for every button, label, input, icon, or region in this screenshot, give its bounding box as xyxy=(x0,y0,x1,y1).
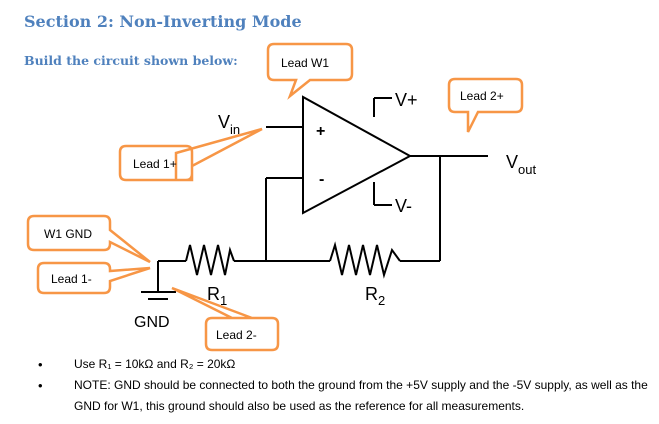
vin-label: Vin xyxy=(218,112,240,137)
note-resistor-values: Use R₁ = 10kΩ and R₂ = 20kΩ xyxy=(38,354,659,375)
callout-lead-2plus-shape xyxy=(447,77,524,133)
callout-lead-2minus: Lead 2- xyxy=(216,328,257,342)
vminus-label: V- xyxy=(395,196,412,216)
opamp-symbol xyxy=(302,95,413,215)
r2-label: R2 xyxy=(365,284,385,308)
callout-lead-1plus-shape xyxy=(118,127,263,182)
section-heading: Section 2: Non-Inverting Mode xyxy=(24,12,302,31)
gnd-label: GND xyxy=(134,314,170,331)
callout-lead-1minus: Lead 1- xyxy=(51,272,92,286)
vout-label: Vout xyxy=(506,152,536,177)
callout-lead-1plus: Lead 1+ xyxy=(133,157,177,171)
notes-list: Use R₁ = 10kΩ and R₂ = 20kΩ NOTE: GND sh… xyxy=(38,354,659,417)
plus-input-sign: + xyxy=(316,123,325,140)
callouts xyxy=(26,42,524,352)
ground-symbol xyxy=(141,291,176,300)
circuit-diagram: + - V+ V- Vin Vout R1 R2 GND Lead W1 Lea… xyxy=(26,42,536,352)
callout-lead-2plus: Lead 2+ xyxy=(460,89,504,103)
callout-lead-w1: Lead W1 xyxy=(281,56,329,70)
r1-label: R1 xyxy=(207,284,227,308)
callout-w1-gnd-shape xyxy=(26,214,151,264)
minus-input-sign: - xyxy=(319,171,324,188)
callout-lead-1minus-shape xyxy=(36,261,151,295)
callout-lead-w1-shape xyxy=(266,42,354,100)
circuit-wires xyxy=(157,97,488,292)
instruction-heading: Build the circuit shown below: xyxy=(24,53,238,68)
note-ground: NOTE: GND should be connected to both th… xyxy=(38,375,659,417)
resistor-r1 xyxy=(185,244,235,276)
vplus-label: V+ xyxy=(395,90,418,110)
resistor-r2 xyxy=(329,241,401,279)
callout-w1-gnd: W1 GND xyxy=(44,227,92,241)
callout-lead-2minus-shape xyxy=(171,286,280,352)
